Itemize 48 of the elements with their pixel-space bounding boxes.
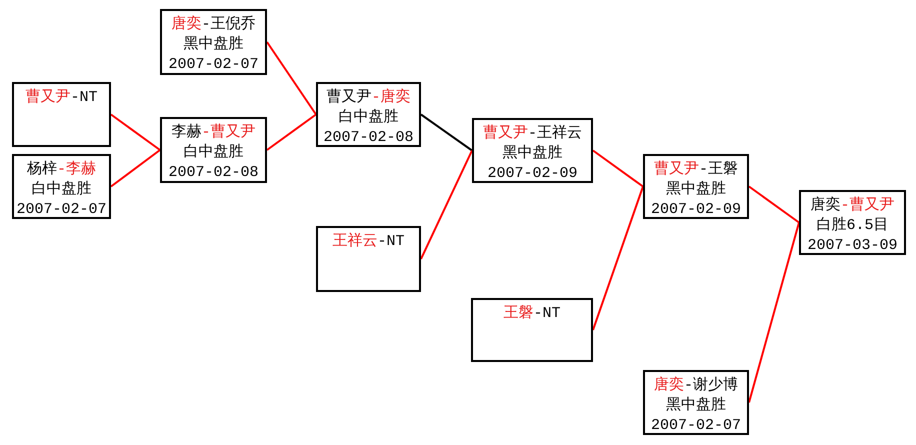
players-line: 李赫-曹又尹 — [171, 123, 256, 143]
match-box — [471, 298, 593, 362]
players-line: 唐奕-王倪乔 — [171, 15, 256, 35]
date-text: 2007-02-09 — [487, 164, 578, 184]
date-text: 2007-02-08 — [168, 163, 258, 183]
players-line: 曹又尹-NT — [25, 88, 98, 108]
match-box — [472, 118, 593, 183]
match-box — [12, 154, 111, 219]
match-box — [799, 190, 906, 255]
match-box — [160, 117, 267, 183]
bracket-line — [592, 186, 644, 330]
date-text: 2007-03-09 — [807, 236, 898, 256]
bracket-line — [110, 149, 161, 188]
players-line: 唐奕-曹又尹 — [810, 196, 894, 216]
match-box — [643, 370, 749, 435]
result-text: 白中盘胜 — [184, 143, 244, 163]
bracket-line — [266, 114, 317, 151]
result-text: 黑中盘胜 — [502, 144, 562, 164]
match-box — [160, 9, 267, 75]
players-line: 王磐-NT — [503, 304, 560, 324]
result-text: 白中盘胜 — [338, 108, 398, 128]
match-box — [316, 226, 421, 292]
bracket-line — [266, 41, 317, 116]
bracket-line — [420, 150, 473, 260]
match-box — [12, 82, 111, 147]
date-text: 2007-02-08 — [323, 128, 414, 148]
players-line: 曹又尹-王祥云 — [482, 124, 582, 144]
bracket-line — [592, 150, 644, 188]
date-text: 2007-02-07 — [168, 55, 258, 75]
match-box — [316, 82, 421, 147]
result-text: 白中盘胜 — [32, 180, 92, 200]
match-box — [643, 154, 749, 219]
players-line: 曹又尹-王磐 — [654, 160, 738, 180]
date-text: 2007-02-07 — [16, 200, 106, 220]
players-line: 杨梓-李赫 — [26, 160, 96, 180]
bracket-line — [748, 186, 800, 224]
bracket-line — [110, 114, 161, 151]
result-text: 黑中盘胜 — [184, 35, 244, 55]
players-line: 唐奕-谢少博 — [654, 376, 738, 396]
players-line: 王祥云-NT — [332, 232, 404, 252]
bracket-line — [420, 114, 473, 152]
result-text: 黑中盘胜 — [666, 180, 726, 200]
players-line: 曹又尹-唐奕 — [326, 88, 410, 108]
date-text: 2007-02-09 — [650, 200, 741, 220]
result-text: 黑中盘胜 — [666, 396, 726, 416]
result-text: 白胜6.5目 — [816, 216, 888, 236]
bracket-line — [748, 222, 800, 403]
date-text: 2007-02-07 — [650, 416, 741, 436]
